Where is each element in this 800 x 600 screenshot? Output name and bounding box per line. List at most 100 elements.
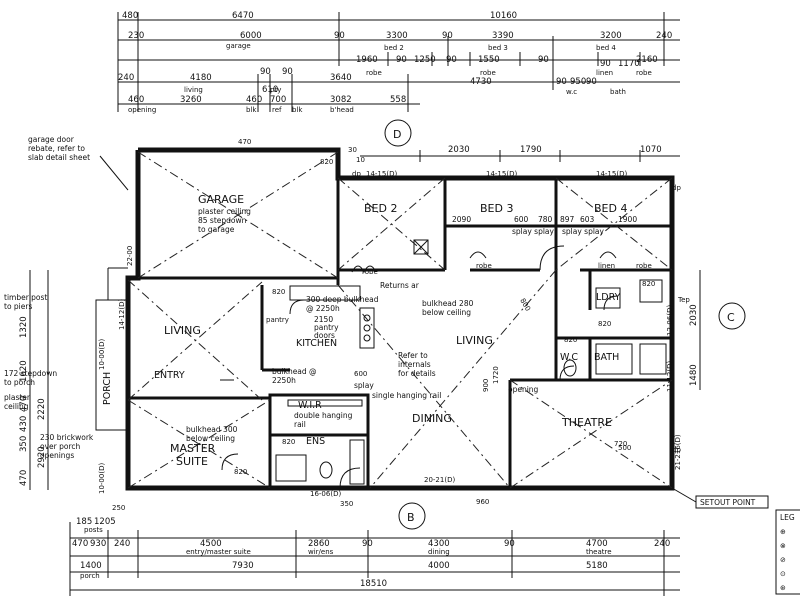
dim-1320: 1320: [19, 316, 29, 338]
dim-3260: 3260: [180, 95, 202, 105]
dim-90e: 90: [538, 55, 549, 65]
dim-480: 480: [122, 11, 138, 21]
tag-window-10: 22-00: [126, 246, 134, 266]
note-splay-bed-1: splay splay: [512, 227, 555, 236]
room-linen: linen: [598, 262, 615, 270]
bath-shower: [639, 343, 667, 375]
label-bhead-dim: b'head: [330, 106, 354, 114]
dim-1170: 1170: [618, 59, 640, 69]
tag-window-3: 14-15(D): [596, 170, 627, 178]
dim-3390: 3390: [492, 31, 514, 41]
room-garage: GARAGE: [198, 193, 244, 206]
label-dining-dim: dining: [428, 548, 450, 556]
robe-doors-bed2: [351, 265, 377, 274]
laundry-tub: [595, 287, 621, 309]
ens-toilet: [319, 461, 333, 479]
room-dining: DINING: [412, 412, 452, 425]
tag-window-12: 14-12(D): [118, 299, 126, 330]
label-blk-dim: blk: [246, 106, 257, 114]
robe-doors-bed3: [469, 251, 487, 259]
room-living-centre: LIVING: [456, 334, 493, 347]
dim-3300: 3300: [386, 31, 408, 41]
tag-window-11: 10-00(D): [98, 463, 106, 494]
laundry-machine: [639, 279, 663, 303]
dim-470d: 470: [19, 470, 29, 486]
annotations: garage door rebate, refer to slab detail…: [4, 135, 605, 460]
note-bulkhead-280-2: below ceiling: [422, 308, 471, 317]
note-pantry-doors-2: pantry: [314, 323, 339, 332]
bed3-dim-2: 600: [514, 215, 529, 224]
dim-1550: 1550: [478, 55, 500, 65]
door-swing-laundry: [603, 295, 619, 311]
legend-sym-5: ⊛: [780, 584, 786, 592]
label-blk2-dim: blk: [292, 106, 303, 114]
tag-door-3: 820: [282, 438, 295, 446]
dim-2030b: 2030: [689, 304, 699, 326]
bath-tub: [595, 343, 633, 375]
dim-4700: 4700: [586, 539, 608, 549]
room-bed3: BED 3: [480, 202, 513, 215]
tag-dp-2: dp: [672, 184, 681, 192]
label-robe2-dim: robe: [480, 69, 496, 77]
label-garage-dim: garage: [226, 42, 251, 50]
dim-90h: 90: [282, 67, 293, 77]
dim-350: 350: [19, 436, 29, 452]
label-bed2-dim: bed 2: [384, 44, 404, 52]
note-garage-ceiling-1: plaster ceiling: [198, 207, 251, 216]
dim-185: 185: [76, 517, 92, 527]
dim-240c: 240: [114, 539, 130, 549]
kitchen-bench: [289, 285, 361, 301]
dim-90i: 90: [556, 77, 567, 87]
note-splay-bed-2: splay splay: [562, 227, 605, 236]
room-bath: BATH: [594, 352, 619, 363]
bottom-dimensions: 185 1205 posts 470 930 240 4500 2860 90 …: [69, 502, 680, 596]
label-wc-dim: w.c: [566, 88, 577, 96]
note-brickwork-3: openings: [40, 451, 74, 460]
note-brickwork-1: 230 brickwork: [40, 433, 94, 442]
tag-window-9: 11-12(D): [666, 361, 674, 392]
tag-door-6: 820: [564, 336, 577, 344]
note-timber-post-2: to piers: [4, 302, 32, 311]
note-bulkhead-2250-1: bulkhead @: [272, 367, 317, 376]
section-label-b: B: [407, 511, 415, 524]
wc-toilet: [563, 359, 577, 377]
dim-30: 30: [348, 146, 357, 154]
legend-sym-1: ⊕: [780, 528, 786, 536]
dim-90f: 90: [600, 59, 611, 69]
dim-470c: 470: [19, 396, 29, 412]
dim-1205: 1205: [94, 517, 116, 527]
dim-558: 558: [390, 95, 406, 105]
dim-90j: 90: [586, 77, 597, 87]
door-swing-master: [221, 453, 239, 471]
section-marker-b: [398, 502, 426, 530]
room-master: MASTER: [170, 442, 216, 455]
note-bulkhead-300b-1: bulkhead 300: [186, 425, 238, 434]
note-garage-door-1: garage door: [28, 135, 75, 144]
label-posts: posts: [84, 526, 103, 534]
bed3-dim-3: 780: [538, 215, 553, 224]
note-bulkhead-280-1: bulkhead 280: [422, 299, 474, 308]
note-garage-ceiling-3: to garage: [198, 225, 235, 234]
label-linen-dim: linen: [596, 69, 613, 77]
note-double-rail-1: double hanging: [294, 411, 353, 420]
note-timber-post-1: timber post: [4, 293, 47, 302]
dim-90d: 90: [446, 55, 457, 65]
door-swing-pantry: [289, 299, 305, 315]
room-theatre: THEATRE: [561, 416, 612, 429]
dim-240d: 240: [654, 539, 670, 549]
dim-2220: 2220: [37, 398, 47, 420]
legend-sym-3: ⊘: [780, 556, 786, 564]
dim-90g: 90: [260, 67, 271, 77]
legend-sym-2: ⊗: [780, 542, 786, 550]
note-opening: opening: [508, 385, 539, 394]
note-garage-ceiling-2: 85 stepdown: [198, 216, 247, 225]
tag-door-5: 820: [642, 280, 655, 288]
tag-window-4: 16-06(D): [310, 490, 341, 498]
tag-tep: Tep: [677, 296, 690, 304]
upper-dimensions: 2030 1790 1070 30 10 470 D: [238, 119, 680, 164]
ceiling-lines: [127, 151, 673, 489]
dim-4180: 4180: [190, 73, 212, 83]
dim-600: 600: [354, 370, 367, 378]
note-refer-1: Refer to: [398, 351, 428, 360]
wir-rail: [287, 399, 363, 407]
